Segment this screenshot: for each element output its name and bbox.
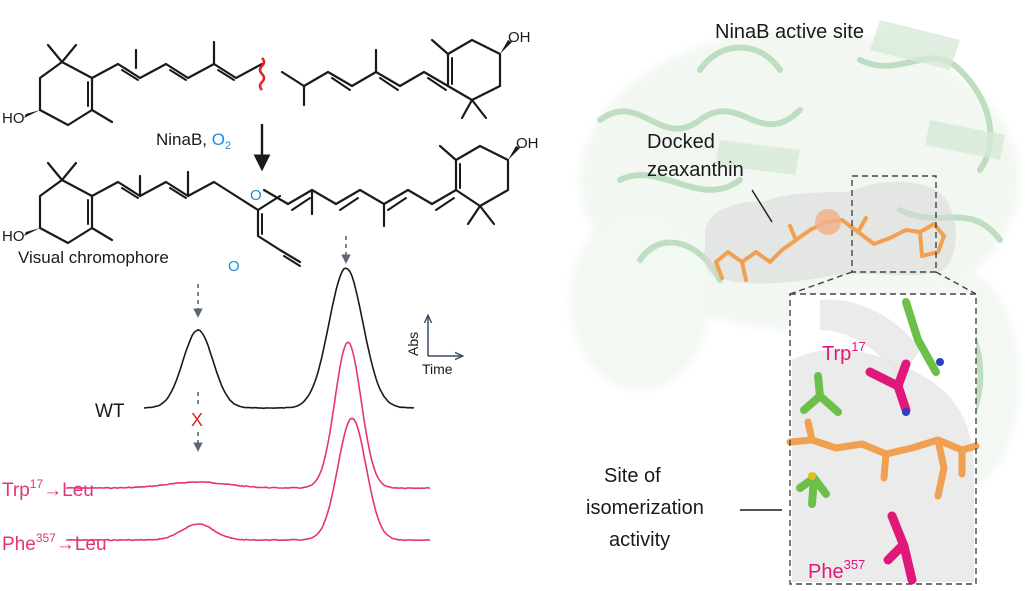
apocarotenal-oh-wedge: [508, 146, 520, 160]
atom-o-chromophore: O: [228, 258, 240, 275]
axis-key-time: Time: [422, 361, 453, 377]
blocked-mark: X: [191, 410, 203, 430]
docked-zeaxanthin-sticks: [714, 216, 946, 282]
trace-wt: [143, 267, 415, 410]
chromophore-ho-wedge: [24, 228, 40, 236]
zeaxanthin-substrate: [38, 38, 502, 127]
axis-key-abs: Abs: [405, 332, 421, 356]
zoom-inset: [786, 293, 980, 585]
docked-label-line1: Docked: [647, 131, 715, 153]
site-label-line3: activity: [609, 529, 670, 551]
trace-label-trp17-leu: Trp17→Leu: [2, 477, 94, 501]
atom-o-apocarotenal: O: [250, 187, 262, 204]
docked-label-line2: zeaxanthin: [647, 159, 744, 181]
zoom-line-left: [789, 271, 853, 295]
atom-ho-chromophore: HO: [2, 228, 25, 245]
reaction-enzyme-label: NinaB, O2: [156, 130, 231, 152]
cleavage-site-mark: [258, 57, 266, 91]
left-ring-ho-wedge: [24, 110, 40, 118]
apocarotenal-structure: [262, 144, 510, 228]
inset-label-phe357: Phe357: [808, 557, 865, 583]
site-label-line2: isomerization: [586, 497, 704, 519]
zoom-inset-border: [789, 293, 977, 585]
right-ring-oh-wedge: [500, 40, 512, 54]
atom-oh-apocarotenal: OH: [516, 135, 539, 152]
atom-oh-right: OH: [508, 29, 531, 46]
trace-label-wt: WT: [95, 401, 125, 422]
trace-label-phe357-leu: Phe357→Leu: [2, 531, 107, 555]
zoom-source-box: [851, 175, 937, 273]
blocked-mark-bg: [186, 408, 210, 430]
docked-label-leader: [751, 189, 773, 223]
structure-title: NinaB active site: [715, 21, 864, 43]
catalytic-iron: [815, 209, 841, 235]
trace-phe357-leu: [66, 417, 431, 542]
axis-key: Abs Time: [405, 316, 462, 377]
zoom-line-right: [935, 271, 977, 295]
visual-chromophore-structure: [38, 161, 302, 267]
trace-trp17-leu: [66, 341, 431, 490]
atom-ho-left: HO: [2, 110, 25, 127]
visual-chromophore-label: Visual chromophore: [18, 248, 169, 267]
site-label-line1: Site of: [604, 465, 661, 487]
inset-label-trp17: Trp17: [822, 339, 866, 365]
